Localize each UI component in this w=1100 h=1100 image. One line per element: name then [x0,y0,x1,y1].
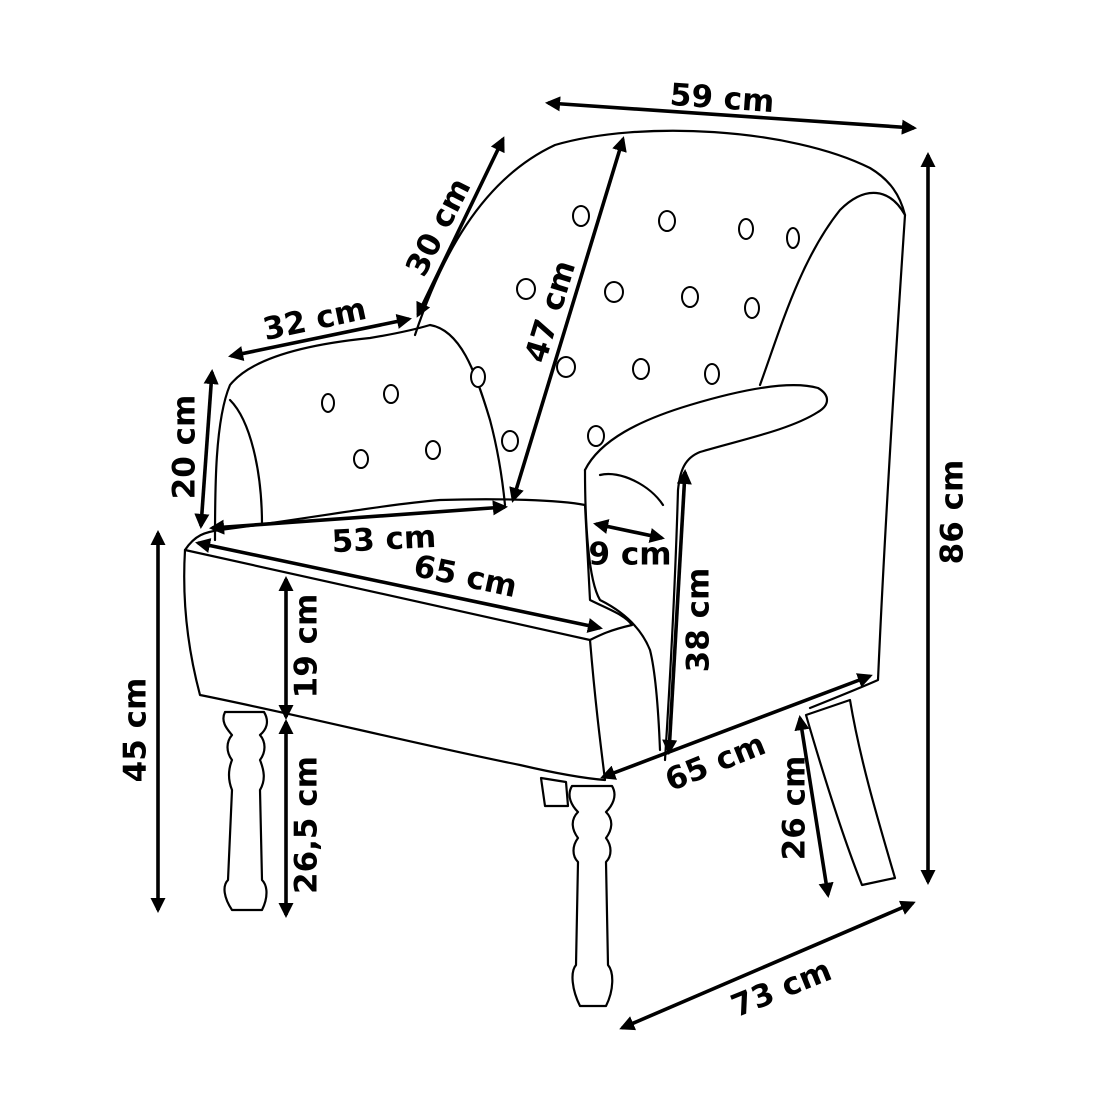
arrow-top-width [544,96,918,135]
label-front-leg-height: 26,5 cm [289,756,325,894]
arrow-front-width [195,538,603,633]
rear-left-leg-stub [539,776,570,808]
rear-leg [804,698,897,887]
label-seat-width: 53 cm [331,519,437,560]
label-backrest-height: 47 cm [518,256,583,367]
label-seat-height: 45 cm [118,678,154,783]
dimension-labels: 59 cm 30 cm 47 cm 32 cm 20 cm 53 cm 9 cm… [118,77,971,1025]
arrow-armrest-height [194,368,219,530]
label-armrest-width: 9 cm [588,537,671,573]
label-seat-front-height: 19 cm [289,594,325,699]
right-armrest-inner [598,472,665,507]
label-armrest-height: 20 cm [167,395,203,500]
label-arm-height-from-floor: 38 cm [681,568,717,673]
label-front-width: 65 cm [410,548,520,605]
front-right-leg [568,784,616,1008]
arrow-backrest-height [509,136,627,503]
arrow-side-depth [600,673,873,780]
arrow-rear-leg-height [794,715,834,898]
label-backrest-side-depth: 30 cm [399,173,479,283]
label-rear-leg-height: 26 cm [777,756,813,861]
label-top-width: 59 cm [669,77,776,120]
backrest-inner-right [758,191,907,387]
arrow-backrest-side-depth [416,136,505,318]
arrow-seat-width [208,500,509,535]
arrow-armrest-width [593,519,665,543]
front-left-leg [222,710,269,912]
left-armrest [213,323,507,542]
arrow-total-depth [619,900,916,1031]
dimension-arrows [150,96,936,1031]
label-total-height: 86 cm [935,460,971,565]
left-armrest-inner [228,398,264,527]
label-total-depth: 73 cm [726,952,836,1025]
label-side-depth: 65 cm [660,726,770,799]
arrow-armrest-length [228,314,412,361]
